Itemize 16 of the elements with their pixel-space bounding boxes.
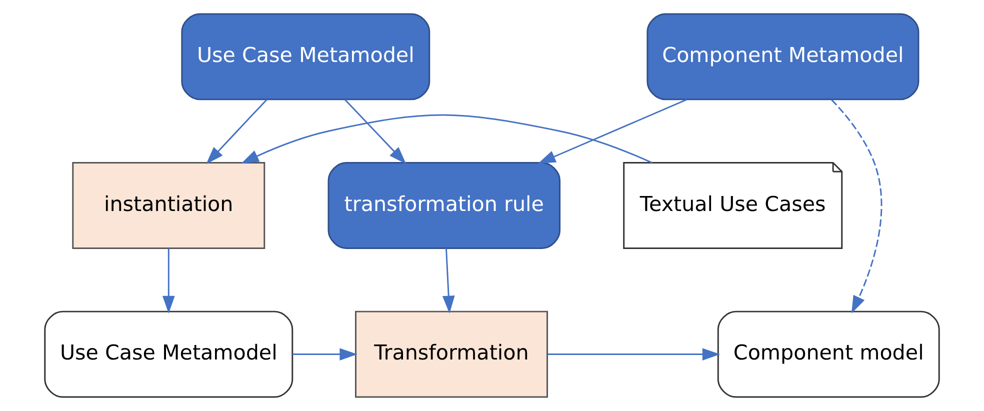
node-box: Transformation [355,310,548,398]
arrow [162,248,175,314]
arrow [241,114,652,164]
node-box: transformation rule [328,162,560,249]
arrow [830,99,882,314]
arrow [206,99,268,164]
arrow [292,348,358,360]
node-box: instantiation [72,162,266,249]
arrow [548,348,720,360]
node-box: Use Case Metamodel [44,310,294,398]
node-box: Component Metamodel [646,13,920,100]
node-box: Component model [717,310,940,398]
arrow [344,99,406,164]
arrow [538,98,688,164]
arrow [442,248,455,314]
node-box: Use Case Metamodel [181,13,430,100]
